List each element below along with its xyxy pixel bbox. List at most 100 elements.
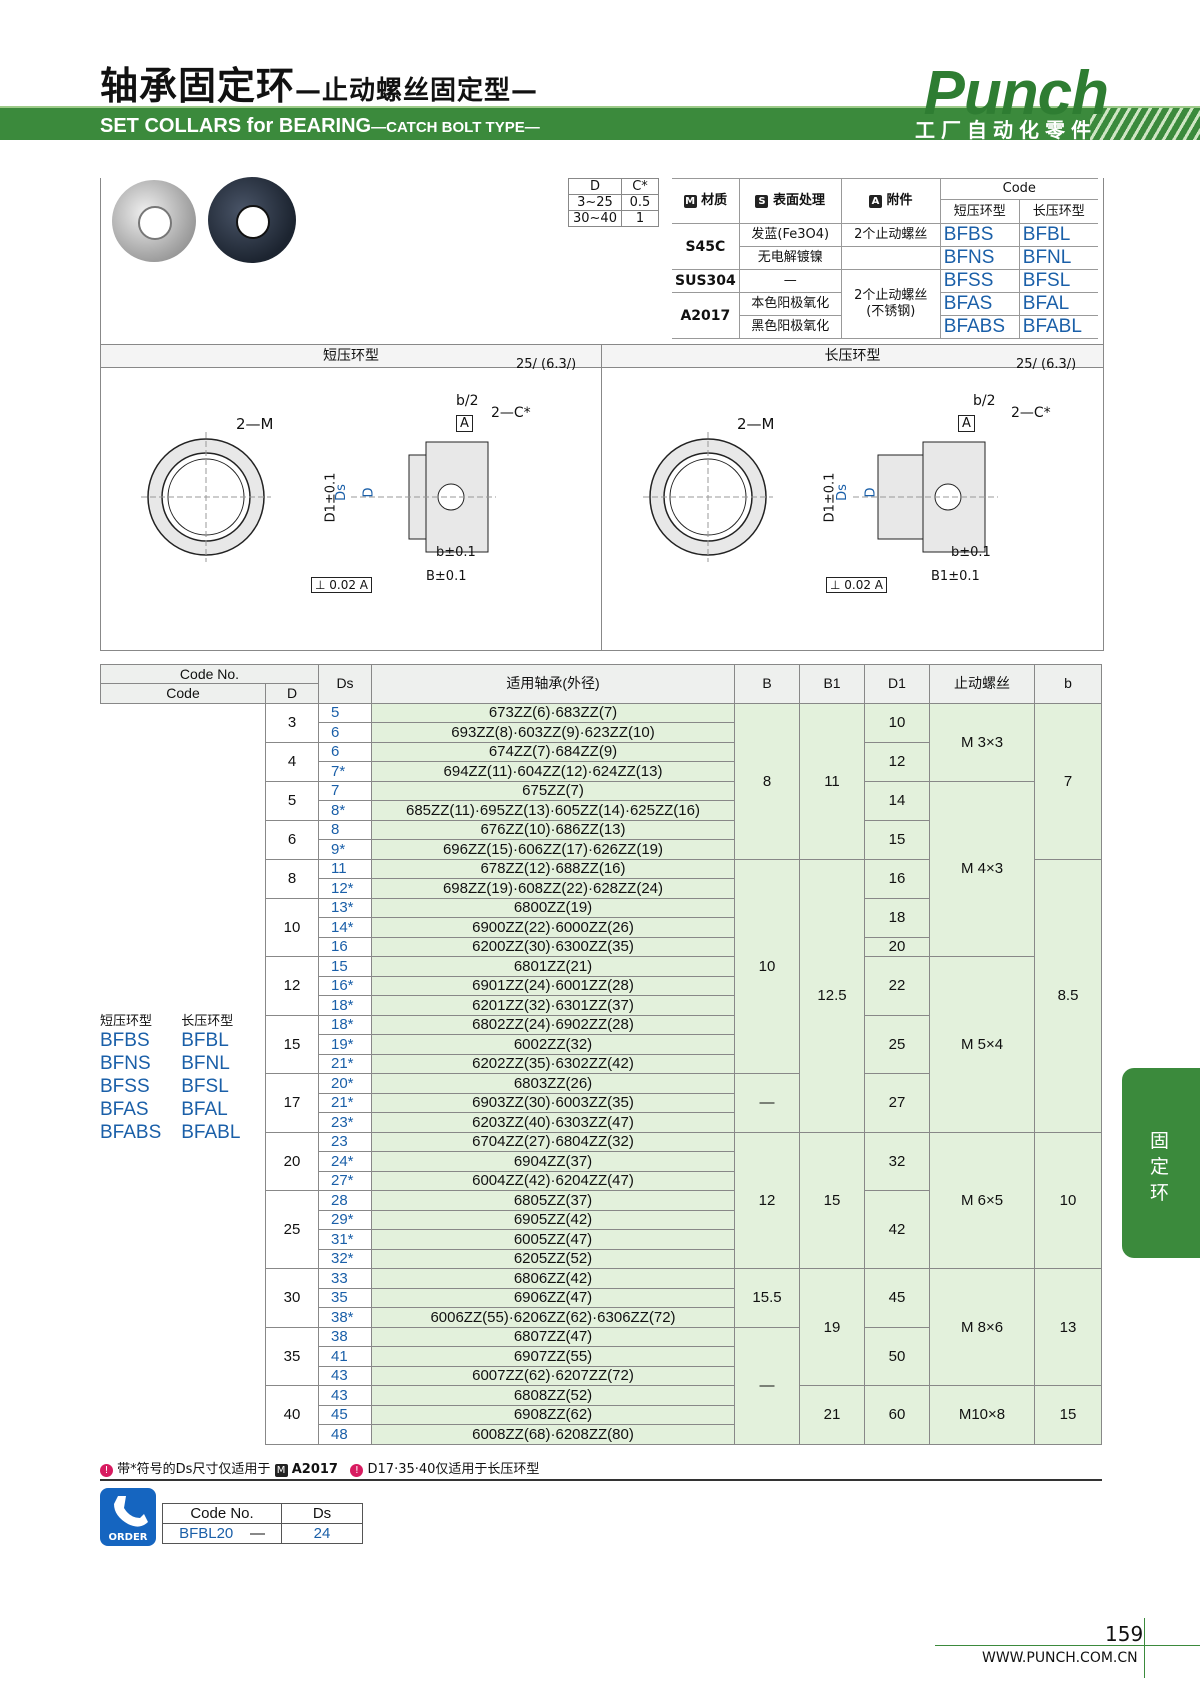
d1-cell: 16 (864, 858, 930, 899)
footer-line (935, 1645, 1200, 1646)
bearing-cell: 6803ZZ(26) (371, 1073, 735, 1094)
d-label-right: D (863, 487, 879, 498)
d1-cell: 45 (864, 1268, 930, 1328)
d1-cell: 32 (864, 1131, 930, 1191)
drawing-frame: 短压环型 长压环型 2—M A b/2 2—C* (100, 344, 1104, 651)
b-cell: 15 (1034, 1385, 1102, 1445)
ds-cell: 6 (318, 722, 372, 743)
bearing-cell: 6900ZZ(22)·6000ZZ(26) (371, 917, 735, 938)
bearing-cell: 6808ZZ(52) (371, 1385, 735, 1406)
bearing-cell: 6905ZZ(42) (371, 1209, 735, 1230)
d1-cell: 10 (864, 702, 930, 743)
website: WWW.PUNCH.COM.CN (982, 1650, 1138, 1666)
b1-cell: 15 (799, 1131, 865, 1269)
ds-cell: 13* (318, 897, 372, 918)
ds-cell: 6 (318, 741, 372, 762)
d1-cell: 20 (864, 936, 930, 957)
ds-cell: 18* (318, 1014, 372, 1035)
bearing-cell: 6005ZZ(47) (371, 1229, 735, 1250)
ds-cell: 18* (318, 995, 372, 1016)
ds-cell: 43 (318, 1385, 372, 1406)
bearing-cell: 6807ZZ(47) (371, 1326, 735, 1347)
d1-cell: 25 (864, 1014, 930, 1074)
bearing-cell: 696ZZ(15)·606ZZ(17)·626ZZ(19) (371, 839, 735, 860)
ds-cell: 11 (318, 858, 372, 879)
bearing-cell: 6006ZZ(55)·6206ZZ(62)·6306ZZ(72) (371, 1307, 735, 1328)
black-collar-image (208, 177, 296, 263)
ds-cell: 20* (318, 1073, 372, 1094)
ds-cell: 21* (318, 1092, 372, 1113)
d1-cell: 27 (864, 1073, 930, 1133)
roughness-label-right: 25/ (6.3/) (1016, 357, 1077, 372)
d1-cell: 22 (864, 956, 930, 1016)
m-label: 2—M (236, 415, 274, 433)
b1-cell: 21 (799, 1385, 865, 1445)
technical-drawing (141, 432, 998, 562)
d1-cell: 15 (864, 819, 930, 860)
B-label: B±0.1 (426, 569, 467, 584)
d-cell: 8 (265, 858, 319, 899)
ds-cell: 35 (318, 1287, 372, 1308)
bearing-cell: 6004ZZ(42)·6204ZZ(47) (371, 1170, 735, 1191)
d-cell: 6 (265, 819, 319, 860)
table-row: 9*696ZZ(15)·606ZZ(17)·626ZZ(19) (101, 839, 1102, 860)
spec-table: Code No. Ds 适用轴承(外径) B B1 D1 止动螺丝 b Code… (100, 664, 1102, 1445)
b-cell: 10 (734, 858, 800, 1074)
b2-label-right: b/2 (973, 393, 996, 409)
table-row: 14*6900ZZ(22)·6000ZZ(26) (101, 917, 1102, 938)
ds-cell: 7 (318, 780, 372, 801)
ds-cell: 16* (318, 975, 372, 996)
ds-cell: 31* (318, 1229, 372, 1250)
bearing-cell: 694ZZ(11)·604ZZ(12)·624ZZ(13) (371, 761, 735, 782)
b-cell: 15.5 (734, 1268, 800, 1328)
ds-cell: 16 (318, 936, 372, 957)
bearing-cell: 6904ZZ(37) (371, 1151, 735, 1172)
d1-cell: 18 (864, 897, 930, 938)
screw-cell: M10×8 (929, 1385, 1035, 1445)
screw-cell: M 3×3 (929, 702, 1035, 782)
bearing-cell: 6002ZZ(32) (371, 1034, 735, 1055)
b-cell: 12 (734, 1131, 800, 1269)
ds-cell: 48 (318, 1424, 372, 1445)
table-row: 18*6201ZZ(32)·6301ZZ(37) (101, 995, 1102, 1016)
b-label: b±0.1 (436, 545, 476, 560)
ds-cell: 8* (318, 800, 372, 821)
d1-cell: 60 (864, 1385, 930, 1445)
warning-icon: ! (350, 1464, 364, 1477)
b-cell: 8 (734, 702, 800, 860)
d1-cell: 50 (864, 1326, 930, 1386)
ds-cell: 29* (318, 1209, 372, 1230)
d-cell: 12 (265, 956, 319, 1016)
table-row: 27*6004ZZ(42)·6204ZZ(47) (101, 1170, 1102, 1191)
table-row: 16*6901ZZ(24)·6001ZZ(28) (101, 975, 1102, 996)
b2-label: b/2 (456, 393, 479, 409)
roughness-label: 25/ (6.3/) (516, 357, 577, 372)
bearing-cell: 6806ZZ(42) (371, 1268, 735, 1289)
page-number: 159 (1105, 1622, 1144, 1646)
c-label: 2—C* (491, 405, 531, 421)
screw-cell: M 6×5 (929, 1131, 1035, 1269)
d-cell: 15 (265, 1014, 319, 1074)
ds-cell: 15 (318, 956, 372, 977)
datum-a-right: A (958, 415, 975, 432)
warning-icon: ! (100, 1464, 113, 1477)
b-cell: 13 (1034, 1268, 1102, 1386)
ds-cell: 28 (318, 1190, 372, 1211)
bearing-cell: 6801ZZ(21) (371, 956, 735, 977)
b-label-right: b±0.1 (951, 545, 991, 560)
b-cell: 10 (1034, 1131, 1102, 1269)
ds-cell: 9* (318, 839, 372, 860)
order-icon (100, 1488, 156, 1546)
ds-label-right: Ds (834, 484, 850, 501)
bearing-cell: 6007ZZ(62)·6207ZZ(72) (371, 1365, 735, 1386)
bearing-cell: 678ZZ(12)·688ZZ(16) (371, 858, 735, 879)
ds-cell: 19* (318, 1034, 372, 1055)
b-cell: 8.5 (1034, 858, 1102, 1133)
